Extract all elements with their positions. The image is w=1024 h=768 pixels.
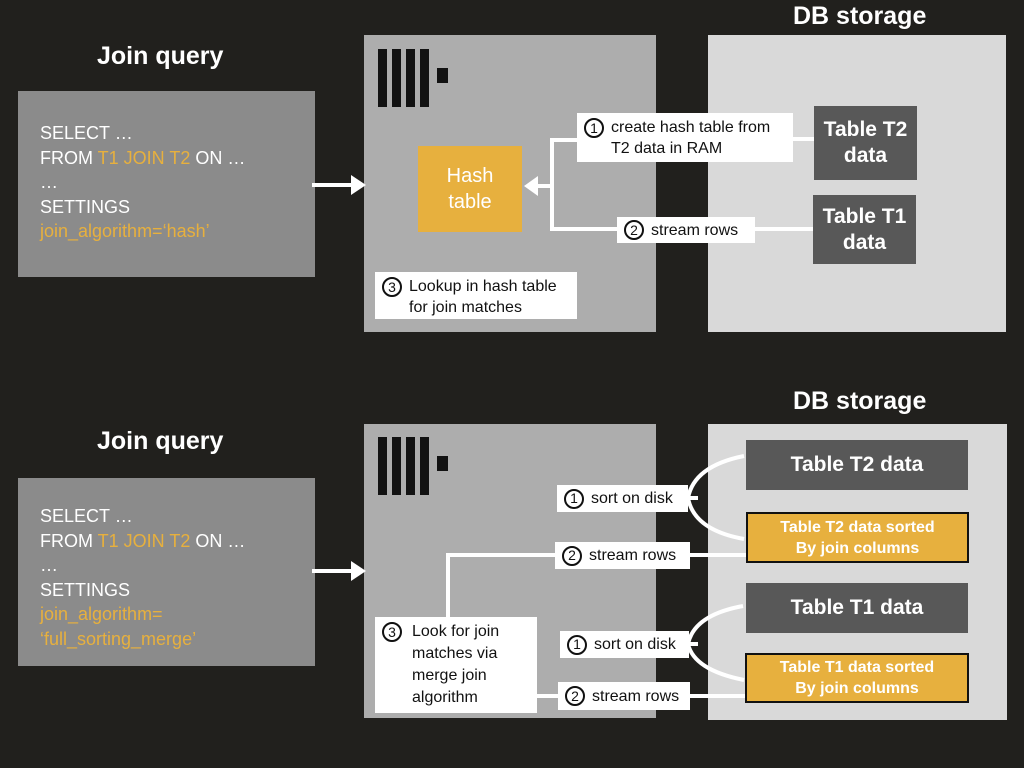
step-number-circle: 2 [562, 545, 582, 566]
annotation-text: create hash table from T2 data in RAM [611, 119, 771, 157]
sql-line: … [40, 555, 58, 575]
annotation-text: Look for join matches via merge join alg… [412, 623, 500, 706]
bottom-table-t2-box: Table T2 data [746, 440, 968, 490]
top-sql-text: SELECT … FROM T1 JOIN T2 ON … … SETTINGS… [40, 121, 245, 244]
top-join-query-panel: SELECT … FROM T1 JOIN T2 ON … … SETTINGS… [18, 91, 315, 277]
sql-line: … [40, 172, 58, 192]
annotation-text: stream rows [589, 547, 677, 564]
server-ram-icon [378, 437, 448, 495]
sql-line: join_algorithm=‘hash’ [40, 221, 210, 241]
sql-line: SELECT … [40, 123, 133, 143]
top-table-t2-box: Table T2 data [814, 106, 917, 180]
table-t1-sorted-label: By join columns [795, 680, 919, 697]
bottom-sql-text: SELECT … FROM T1 JOIN T2 ON … … SETTINGS… [40, 504, 245, 651]
bottom-sort-t2-annotation: 1 sort on disk [557, 485, 688, 512]
server-ram-icon [378, 49, 448, 107]
hash-table-label: Hash [446, 165, 494, 187]
sql-line: SETTINGS [40, 196, 131, 217]
bottom-sort-t1-annotation: 1 sort on disk [560, 631, 689, 658]
step-number-circle: 3 [382, 622, 402, 642]
top-step2-annotation: 2 stream rows [617, 217, 755, 243]
bottom-join-query-title: Join query [97, 427, 224, 455]
table-t2-label: Table T2 data [790, 453, 924, 476]
table-t1-sorted-label: Table T1 data sorted [779, 659, 935, 676]
table-t1-label: data [842, 230, 887, 254]
sql-line: join_algorithm= [40, 604, 163, 624]
bottom-stream-t2-annotation: 2 stream rows [555, 542, 690, 569]
annotation-text: stream rows [651, 221, 739, 239]
table-t2-sorted-label: Table T2 data sorted [780, 518, 935, 536]
annotation-text: sort on disk [591, 490, 673, 507]
top-db-storage-title: DB storage [793, 2, 927, 30]
step-number-circle: 1 [567, 634, 587, 655]
top-table-t1-box: Table T1 data [813, 195, 916, 264]
annotation-text: sort on disk [594, 636, 676, 653]
bottom-join-query-panel: SELECT … FROM T1 JOIN T2 ON … … SETTINGS… [18, 478, 315, 666]
bottom-db-storage-title: DB storage [793, 387, 927, 415]
sql-line: SELECT … [40, 506, 133, 526]
step-number-circle: 1 [564, 488, 584, 509]
sql-line: SETTINGS [40, 579, 131, 600]
annotation-text: stream rows [592, 687, 680, 705]
hash-table-label: table [448, 191, 492, 213]
bottom-step3-annotation: 3 Look for join matches via merge join a… [375, 617, 537, 713]
bottom-stream-t1-annotation: 2 stream rows [558, 682, 690, 710]
bottom-table-t2-sorted-box: Table T2 data sorted By join columns [746, 512, 969, 563]
table-t1-label: Table T1 [822, 204, 907, 228]
bottom-table-t1-sorted-box: Table T1 data sorted By join columns [745, 653, 969, 703]
top-join-query-title: Join query [97, 42, 224, 70]
sql-line: FROM T1 JOIN T2 ON … [40, 530, 246, 551]
table-t1-label: Table T1 data [790, 596, 924, 619]
table-t2-label: Table T2 [823, 118, 908, 141]
sql-line: ‘full_sorting_merge’ [40, 628, 197, 649]
annotation-text: Lookup in hash table for join matches [409, 278, 557, 316]
top-db-storage-panel [708, 35, 1006, 332]
sql-line: FROM T1 JOIN T2 ON … [40, 147, 246, 168]
step-number-circle: 2 [624, 220, 644, 240]
bottom-table-t1-box: Table T1 data [746, 583, 968, 633]
hash-table-box: Hash table [418, 146, 522, 232]
step-number-circle: 2 [565, 686, 585, 706]
top-step1-annotation: 1 create hash table from T2 data in RAM [577, 113, 793, 162]
table-t2-sorted-label: By join columns [795, 539, 920, 557]
step-number-circle: 1 [584, 118, 604, 138]
table-t2-label: data [843, 144, 888, 167]
step-number-circle: 3 [382, 277, 402, 297]
top-step3-annotation: 3 Lookup in hash table for join matches [375, 272, 577, 319]
